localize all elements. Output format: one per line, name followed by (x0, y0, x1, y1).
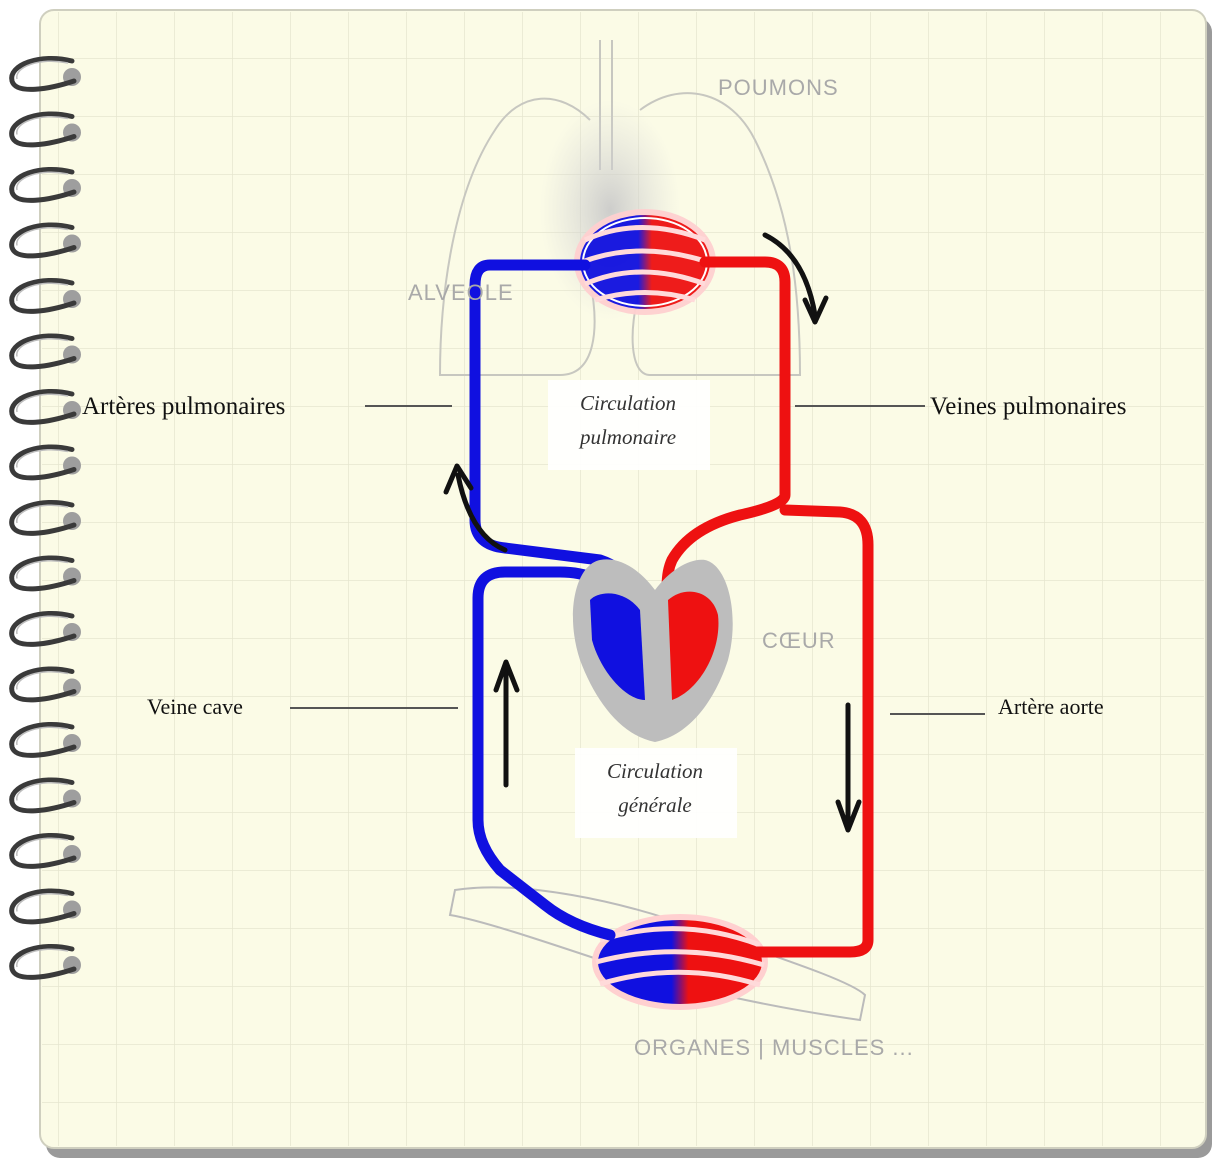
label-circulation-pulmonaire-line2: pulmonaire (578, 425, 676, 449)
label-circulation-generale-line1: Circulation (607, 759, 703, 783)
label-coeur: CŒUR (762, 628, 836, 653)
label-artere-aorte: Artère aorte (998, 694, 1104, 719)
alveole-capillaries (577, 212, 713, 312)
label-circulation-generale-line2: générale (618, 793, 691, 817)
label-veine-cave: Veine cave (147, 694, 243, 719)
label-poumons: POUMONS (718, 75, 839, 100)
label-veines-pulmonaires: Veines pulmonaires (930, 393, 1126, 420)
label-arteres-pulmonaires: Artères pulmonaires (82, 393, 285, 420)
label-alveole: ALVEOLE (408, 280, 514, 305)
label-circulation-pulmonaire-line1: Circulation (580, 391, 676, 415)
label-organes: ORGANES | MUSCLES ... (634, 1035, 914, 1060)
